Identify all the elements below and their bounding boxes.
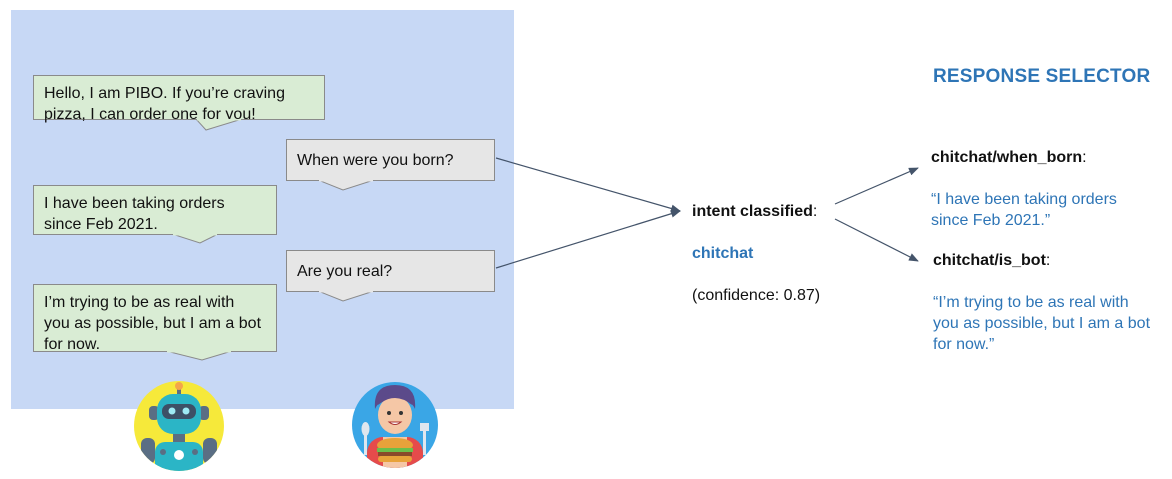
response-text: “I’m trying to be as real with you as po… xyxy=(933,294,1151,353)
bubble-tail xyxy=(318,180,375,191)
response-key: chitchat/when_born xyxy=(931,149,1083,166)
bot-message-bot-answer: I’m trying to be as real with you as pos… xyxy=(33,284,277,353)
intent-confidence: (confidence: 0.87) xyxy=(692,287,821,304)
bubble-tail xyxy=(172,234,219,244)
response-text: “I have been taking orders since Feb 202… xyxy=(931,191,1117,229)
bubble-tail xyxy=(166,351,233,361)
response-is-bot: chitchat/is_bot: “I’m trying to be as re… xyxy=(933,252,1151,353)
intent-colon: : xyxy=(812,203,818,220)
person-burger-avatar-icon xyxy=(352,382,438,468)
response-selector-title: RESPONSE SELECTOR xyxy=(933,66,1151,87)
arrow-are-you-real-to-intent xyxy=(495,209,681,269)
intent-label: intent classified xyxy=(692,203,813,220)
response-when-born: chitchat/when_born: “I have been taking … xyxy=(931,149,1117,229)
user-message-when-born: When were you born? xyxy=(286,139,495,181)
intent-value: chitchat xyxy=(692,245,754,262)
bot-message-born-answer: I have been taking orders since Feb 2021… xyxy=(33,185,277,235)
bubble-tail xyxy=(196,119,243,131)
arrow-intent-to-when-born xyxy=(834,167,919,205)
bot-message-greeting: Hello, I am PIBO. If you’re craving pizz… xyxy=(33,75,325,123)
arrow-intent-to-is-bot xyxy=(834,218,919,262)
robot-avatar-icon xyxy=(134,381,224,471)
user-message-are-you-real: Are you real? xyxy=(286,250,495,292)
intent-block: intent classified: chitchat (confidence:… xyxy=(692,180,820,327)
response-key: chitchat/is_bot xyxy=(933,252,1046,269)
bubble-tail xyxy=(318,291,375,302)
arrow-when-born-to-intent xyxy=(495,157,681,213)
